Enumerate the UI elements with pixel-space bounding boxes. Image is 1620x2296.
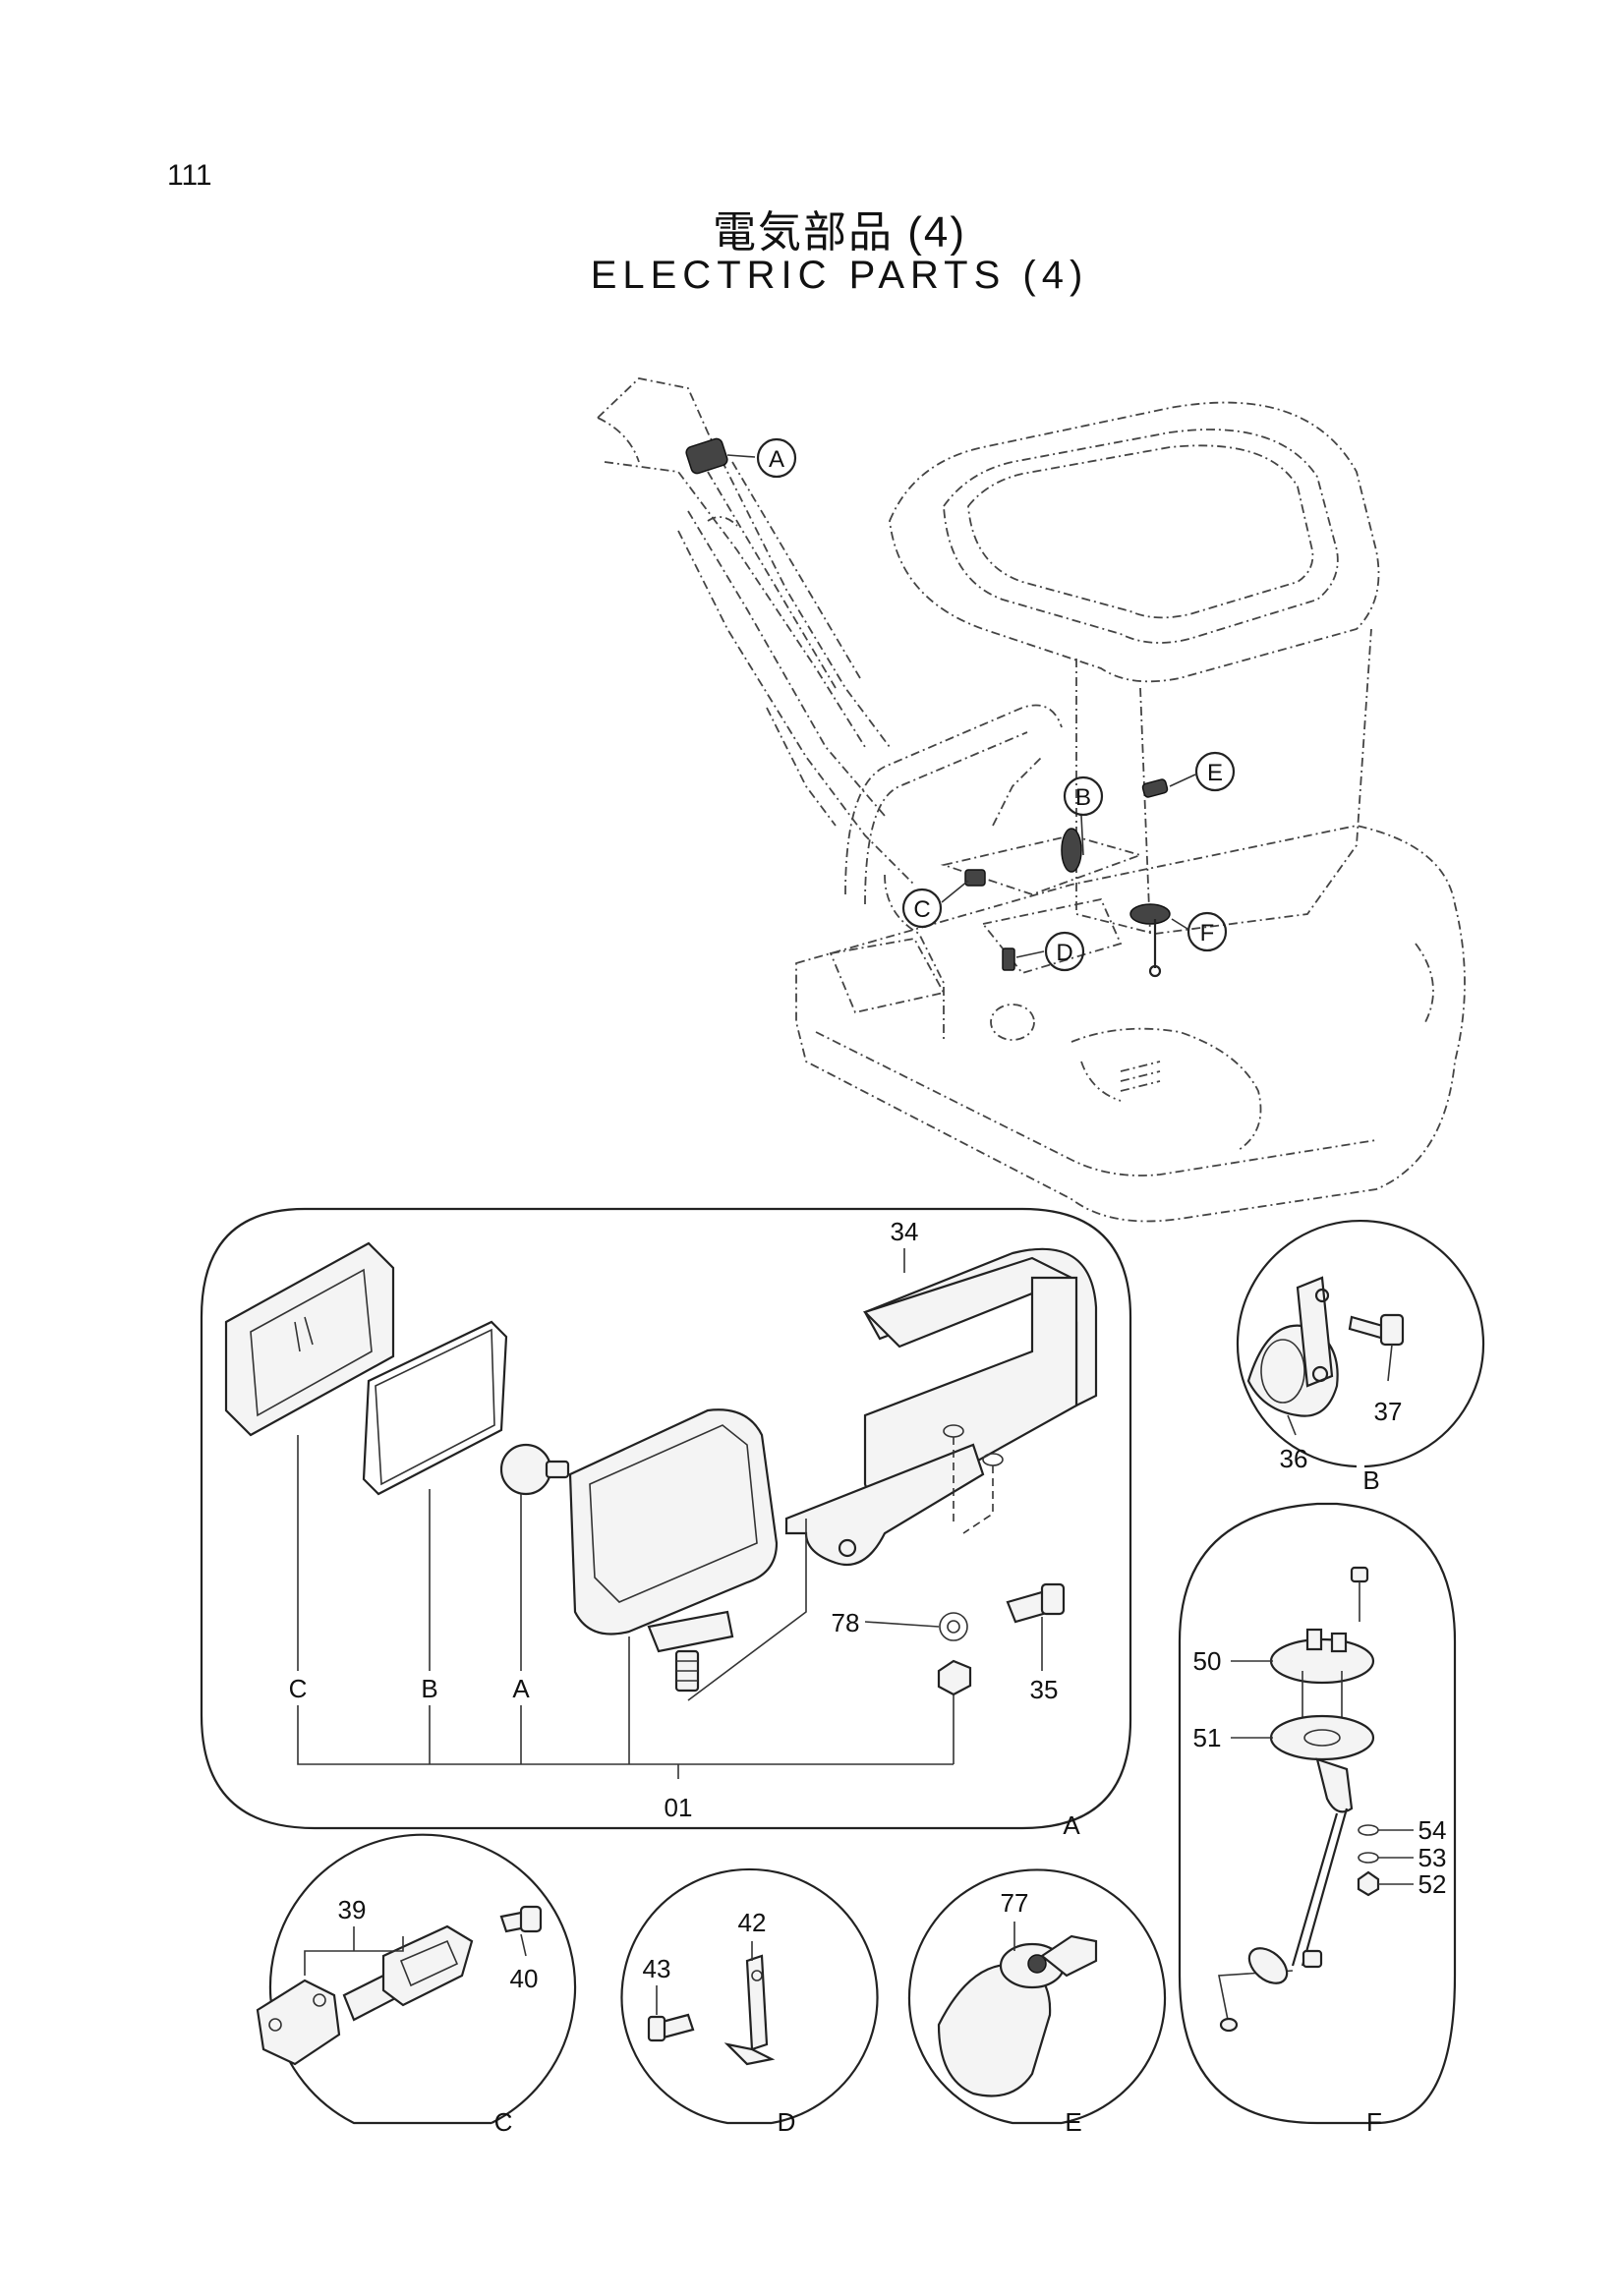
part-37-label: 37 [1374,1397,1403,1426]
detail-view-c: 39 40 C [256,1833,577,2137]
part-01-label: 01 [665,1793,693,1822]
page-title-japanese: 電気部品 (4) [713,208,966,257]
subgroup-c-label: C [289,1674,308,1703]
detail-view-d: 42 43 D [620,1867,879,2137]
callout-a: A [769,446,784,473]
subgroup-b-label: B [421,1674,437,1703]
callout-circle-d [1044,931,1085,972]
work-light-location-mark [685,437,728,475]
page-number: 111 [167,159,212,192]
page-title-english: ELECTRIC PARTS (4) [590,254,1089,297]
lamp-base-plate [256,1979,341,2066]
detail-view-b: 37 36 B [1236,1219,1485,1495]
part-51-gasket [1269,1714,1375,1761]
callout-circle-c [901,888,943,929]
part-50-label: 50 [1193,1646,1222,1676]
lamp-bulb [499,1443,552,1496]
horn-location-mark [1061,828,1082,873]
room-lamp [381,1924,474,2007]
callout-circle-f [1186,911,1228,952]
callout-f: F [1200,920,1215,947]
part-35-label: 35 [1030,1675,1059,1704]
view-e-label: E [1065,2107,1081,2137]
callout-c: C [913,896,930,923]
fuel-float [1247,1947,1289,1984]
part-52-label: 52 [1418,1869,1447,1899]
view-c-label: C [494,2107,513,2137]
view-d-label: D [778,2107,796,2137]
detail-view-f: 54 53 52 50 51 F [1178,1502,1457,2137]
part-53-label: 53 [1418,1843,1447,1872]
detail-view-e: 77 E [907,1868,1167,2137]
overview-callouts: A B C D E F [726,437,1236,972]
part-54-label: 54 [1418,1815,1447,1845]
part-36-label: 36 [1280,1444,1308,1473]
fuel-sensor-location-mark [1129,903,1171,925]
lamp-location-mark [964,869,986,887]
part-43-label: 43 [643,1954,671,1983]
work-lamp-body [568,1408,779,1636]
lamp-cover [224,1241,395,1437]
part-51-label: 51 [1193,1723,1222,1752]
part-77-label: 77 [1001,1888,1029,1918]
callout-e: E [1207,760,1223,786]
callout-b: B [1075,784,1091,811]
horn-bracket [1296,1276,1334,1388]
part-78-washer [939,1612,968,1641]
subgroup-a-label: A [512,1674,530,1703]
part-42-label: 42 [738,1908,767,1937]
part-78-label: 78 [832,1608,860,1637]
machine-overview-drawing [597,377,1466,1223]
lamp-bracket-arm [784,1443,985,1567]
view-b-label: B [1362,1465,1379,1495]
part-34-label: 34 [891,1217,919,1246]
callout-circle-a [756,437,797,479]
view-f-label: F [1366,2107,1382,2137]
view-a-label: A [1063,1810,1080,1840]
lamp-gasket [362,1320,508,1496]
callout-circle-b [1063,775,1104,817]
bracket-location-mark [1002,947,1015,971]
part-39-label: 39 [338,1895,367,1924]
callout-d: D [1056,940,1072,966]
callout-circle-e [1194,751,1236,792]
detail-view-a: 34 35 78 C B A 01 A [200,1207,1132,1840]
ignition-key [1040,1934,1098,1978]
part-40-label: 40 [510,1964,539,1993]
key-switch-location-mark [1141,778,1169,798]
key-switch-body [937,1963,1052,2097]
bracket-part [745,1954,769,2051]
